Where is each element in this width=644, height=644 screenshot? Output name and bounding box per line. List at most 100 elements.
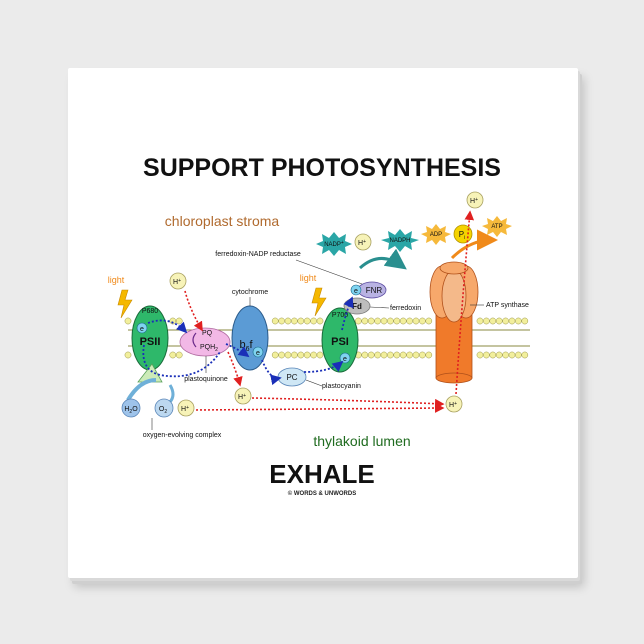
lipid-head [278,351,285,359]
svg-text:H+: H+ [181,405,189,413]
copyright-label: © WORDS & UNWORDS [288,490,356,497]
lipid-head [310,317,317,325]
lipid-head [387,317,394,325]
lipid-head [361,317,369,325]
svg-text:O2: O2 [159,406,167,415]
svg-text:H+: H+ [358,239,366,247]
svg-text:e: e [354,288,358,295]
svg-text:H+: H+ [173,278,181,286]
nadp-star-icon: NADP+ [316,232,352,256]
lipid-head [406,317,413,325]
plastocyanin-label: plastocyanin [322,383,361,390]
footer-title: EXHALE [269,459,374,489]
lipid-head [508,317,516,325]
lipid-head [291,317,298,325]
stroma-label: chloroplast stroma [165,213,280,229]
lipid-head [124,317,132,325]
photosystem-ii: P680 PSII [131,305,169,371]
lipid-head [303,351,311,359]
oec-label: oxygen-evolving complex [143,432,222,439]
lipid-head [355,317,362,325]
lipid-head [476,317,484,325]
svg-text:H+: H+ [470,197,478,205]
fnr-label: FNR [366,286,383,295]
nadp-reduction-arrow [358,248,407,270]
plastoquinone-label: plastoquinone [184,376,228,383]
lipid-head [380,317,388,325]
lipid-head [489,317,497,325]
lipid-head [406,351,413,359]
plastoquinone: PQ PQH2 [179,327,231,357]
lipid-head [284,351,292,359]
nadp-label: NADP+ [324,240,344,248]
lipid-head [393,317,401,325]
lipid-head [316,317,324,325]
atp-star-icon: ATP [482,216,512,237]
ferredoxin-label: ferredoxin [390,305,421,312]
lipid-head [399,317,407,325]
lipid-head [271,317,279,325]
fnr-enzyme: FNR [357,281,387,299]
electron-flow-arrows [142,296,354,386]
electron-cytochrome: e [252,346,264,358]
light-bolt-icon-left [117,289,133,319]
nadph-star-icon: NADPH [381,229,419,252]
lipid-head [502,351,509,359]
lipid-head [278,317,285,325]
lipid-head [419,317,426,325]
h-plus-lumen-pq: H+ [234,387,252,405]
oxygen-molecule: O2 [154,398,174,418]
lipid-head [412,351,420,359]
fnr-full-label: ferredoxin-NADP reductase [215,251,301,258]
p700-label: P700 [332,312,348,319]
lipid-head [297,317,305,325]
water-arrow [126,378,157,402]
lipid-head [515,317,522,325]
electron-psi: e [339,352,351,364]
lipid-head [316,351,324,359]
proton-flow-arrows [184,210,475,413]
lipid-head [374,317,381,325]
atp-formation-arrow [450,229,498,260]
lipid-head [361,351,369,359]
lipid-head [483,351,490,359]
adp-star-icon: ADP [421,224,451,245]
lipid-head [303,317,311,325]
lipid-head [495,351,503,359]
electron-fnr: e [350,284,362,296]
lipid-head [297,351,305,359]
lipid-head [374,351,381,359]
psi-label: PSI [331,336,349,348]
lipid-head [393,351,401,359]
pq-label: PQ [202,330,213,337]
atp-synthase-label: ATP synthase [486,302,529,309]
electron-psii: e [136,322,148,334]
cytochrome-label: cytochrome [232,289,268,296]
lipid-head [508,351,516,359]
atp-label: ATP [491,224,502,230]
lipid-head [175,317,183,325]
lipid-head [367,351,375,359]
svg-text:e: e [343,356,347,363]
svg-text:H+: H+ [449,401,457,409]
lipid-head [502,317,509,325]
lipid-head [425,317,433,325]
svg-text:H+: H+ [238,393,246,401]
fd-label: Fd [352,302,362,311]
pqh2-label: PQH2 [200,344,218,353]
lumen-label: thylakoid lumen [313,433,410,449]
h-plus-lumen-oec: H+ [177,399,195,417]
plastocyanin: PC [277,367,307,387]
water-molecule: H2O [121,398,141,418]
lipid-head [476,351,484,359]
lipid-head [387,351,394,359]
light-bolt-icon-right [311,287,327,317]
atp-synthase [429,261,479,384]
nadph-label: NADPH [389,238,410,244]
lipid-head [124,351,132,359]
svg-text:e: e [256,350,260,357]
p680-label: P680 [142,308,158,315]
lipid-head [271,351,279,359]
lipid-head [521,317,529,325]
